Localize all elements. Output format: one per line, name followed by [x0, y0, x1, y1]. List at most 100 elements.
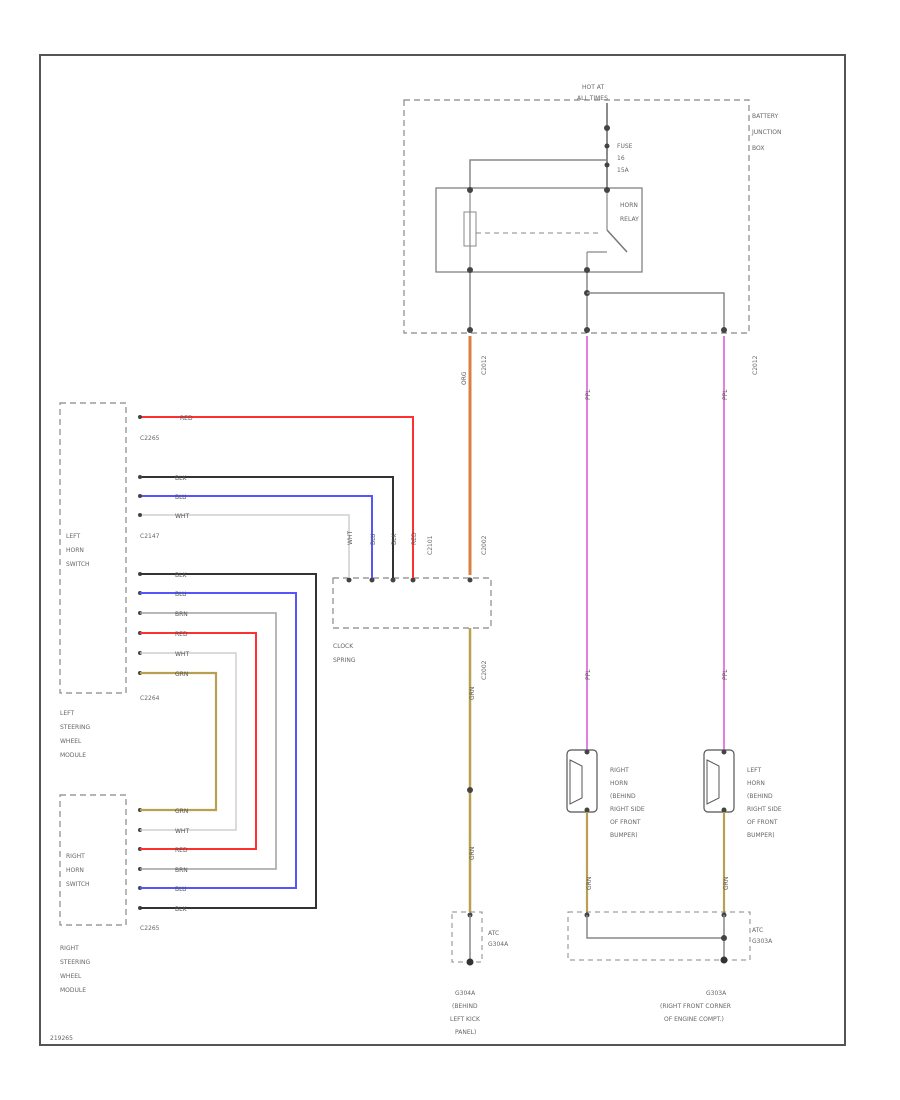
- svg-text:WHT: WHT: [175, 651, 189, 658]
- right-ground-splice: [721, 935, 727, 941]
- clock-spring-label: CLOCK: [333, 643, 354, 650]
- left-horn-label-5: OF FRONT: [747, 819, 778, 826]
- battery-junction-box-label: BATTERY: [752, 113, 779, 120]
- white-wire-between-modules: [140, 652, 237, 831]
- svg-text:BRN: BRN: [175, 867, 188, 874]
- blue-wire-label: BLU: [175, 494, 187, 501]
- left-horn-label: LEFT: [747, 767, 761, 774]
- clock-spring-wire-red: RED: [411, 532, 418, 545]
- right-ground-atc-label: ATC: [752, 927, 763, 934]
- right-ground-bus: [586, 915, 724, 939]
- black-wire-label: BLK: [175, 475, 187, 482]
- svg-text:BLK: BLK: [175, 906, 187, 913]
- gray-wire-between-modules: [140, 612, 277, 870]
- left-horn-icon: [703, 749, 735, 813]
- red-wire-to-clock-spring: [140, 416, 414, 578]
- right-ground-point: [720, 956, 728, 964]
- clock-spring-pin-4: [410, 577, 416, 583]
- relay-switch-arm: [606, 229, 628, 253]
- right-module-label-4: MODULE: [60, 987, 86, 994]
- fuse-label-2: 16: [617, 155, 625, 162]
- right-module-label: RIGHT: [60, 945, 79, 952]
- right-horn-switch-box: [59, 794, 127, 926]
- coil-feed-wire: [469, 159, 607, 190]
- clock-spring-pin-1: [346, 577, 352, 583]
- c2265-bottom-label: C2265: [140, 925, 160, 932]
- right-horn-switch-label-3: SWITCH: [66, 881, 90, 888]
- clock-spring-wire-blu: BLU: [370, 533, 377, 545]
- left-module-pins: [138, 415, 142, 675]
- relay-terminal-4: [584, 267, 590, 273]
- fuse-node-top: [604, 143, 610, 149]
- left-ground-box: [451, 911, 483, 963]
- svg-text:RED: RED: [175, 847, 188, 854]
- right-horn-switch-label-2: HORN: [66, 867, 84, 874]
- svg-text:GRN: GRN: [175, 808, 188, 815]
- right-ground-code-label: G303A: [752, 938, 773, 945]
- left-horn-label-4: RIGHT SIDE: [747, 806, 782, 813]
- svg-text:WHT: WHT: [175, 828, 189, 835]
- tan-wire-label-upper: GRN: [469, 687, 476, 700]
- svg-text:RED: RED: [175, 631, 188, 638]
- horn-relay-box: [435, 187, 643, 273]
- right-horn-icon: [566, 749, 598, 813]
- right-ground-desc-3: OF ENGINE COMPT.): [664, 1016, 724, 1023]
- red-wire-between-modules: [140, 632, 257, 850]
- svg-text:BLK: BLK: [175, 572, 187, 579]
- relay-terminal-3: [467, 267, 473, 273]
- right-ground-desc-1: G303A: [706, 990, 727, 997]
- right-ground-box: [567, 911, 751, 961]
- left-ground-atc-label: ATC: [488, 930, 499, 937]
- tan-wire-splice: [467, 787, 473, 793]
- clock-spring-pin-3: [390, 577, 396, 583]
- right-horn-ground-wire-label: GRN: [586, 877, 593, 890]
- svg-text:BLU: BLU: [175, 886, 187, 893]
- black-wire-between-modules: [140, 573, 317, 909]
- violet-wire-label-1: PPL: [585, 389, 592, 400]
- horn-relay-label: HORN: [620, 202, 638, 209]
- left-horn-switch-label-2: HORN: [66, 547, 84, 554]
- svg-text:BLU: BLU: [175, 591, 187, 598]
- c2147-label: C2147: [140, 533, 160, 540]
- power-label-2: ALL TIMES: [577, 95, 608, 102]
- left-horn-switch-label-3: SWITCH: [66, 561, 90, 568]
- right-horn-label: RIGHT: [610, 767, 629, 774]
- right-module-label-2: STEERING: [60, 959, 90, 966]
- blue-wire-to-clock-spring: [140, 495, 373, 578]
- horn-branch-wire: [587, 292, 725, 330]
- right-ground-desc-2: (RIGHT FRONT CORNER: [660, 1003, 731, 1010]
- relay-terminal-1: [467, 187, 473, 193]
- right-horn-label-4: RIGHT SIDE: [610, 806, 645, 813]
- power-node: [604, 125, 610, 131]
- right-horn-label-2: HORN: [610, 780, 628, 787]
- right-horn-label-6: BUMPER): [610, 832, 638, 839]
- relay-terminal-2: [604, 187, 610, 193]
- between-module-wire-labels: BLK BLU BRN RED WHT GRN GRN WHT RED BRN …: [175, 572, 189, 913]
- left-ground-point: [466, 958, 474, 966]
- power-label: HOT AT: [582, 84, 604, 91]
- c2264-label: C2264: [140, 695, 160, 702]
- clock-spring-label-2: SPRING: [333, 657, 356, 664]
- fuse-label: FUSE: [617, 143, 633, 150]
- left-ground-desc-3: LEFT KICK: [450, 1016, 481, 1023]
- fuse-label-3: 15A: [617, 167, 630, 174]
- fuse-node-bottom: [604, 162, 610, 168]
- left-ground-code-label: G304A: [488, 941, 509, 948]
- svg-text:BRN: BRN: [175, 611, 188, 618]
- svg-text:GRN: GRN: [175, 671, 188, 678]
- clock-spring-box: [332, 577, 492, 629]
- battery-junction-box-label-3: BOX: [752, 145, 764, 152]
- left-ground-desc-2: (BEHIND: [452, 1003, 478, 1010]
- white-wire-label: WHT: [175, 513, 189, 520]
- clock-spring-wire-wht: WHT: [347, 531, 354, 545]
- red-wire-label: RED: [180, 415, 193, 422]
- c2012-right-label: C2012: [752, 355, 759, 375]
- left-ground-desc-4: PANEL): [455, 1029, 476, 1036]
- jb-pin-center: [584, 327, 590, 333]
- right-horn-switch-label: RIGHT: [66, 853, 85, 860]
- orange-wire-label: ORG: [461, 371, 468, 385]
- right-module-pins: [138, 808, 142, 910]
- left-horn-ground-wire-label: GRN: [723, 877, 730, 890]
- left-horn-label-3: (BEHIND: [747, 793, 773, 800]
